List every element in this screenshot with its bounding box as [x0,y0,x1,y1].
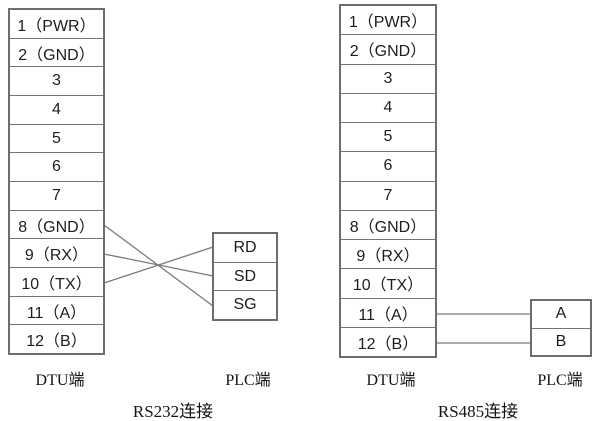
rs485-dtu-pin-8: 8（GND） [341,211,435,240]
rs232-dtu-pin-4: 4 [10,96,103,125]
rs232-dtu-pin-7: 7 [10,182,103,211]
rs232-dtu-pin-6: 6 [10,153,103,183]
rs485-dtu-pin-9: 9（RX） [341,240,435,270]
rs232-dtu-pin-8: 8（GND） [10,211,103,240]
rs232-dtu-pin-11: 11（A） [10,297,103,326]
rs485-dtu-pin-11: 11（A） [341,299,435,328]
rs485-dtu-pin-3: 3 [341,65,435,94]
rs485-plc-pin-b: B [555,332,567,350]
rs232-dtu-pin-12: 12（B） [26,333,87,351]
rs232-plc-connector: RD SD SG [212,232,278,321]
rs485-dtu-connector: 1（PWR） 2（GND） 3 4 5 6 7 8（GND） 9（RX） 10（… [339,4,437,358]
rs485-dtu-pin-10: 10（TX） [341,269,435,299]
rs485-dtu-pin-7: 7 [341,182,435,211]
rs232-dtu-pin-2: 2（GND） [10,39,103,68]
rs232-plc-pin-sd: SD [214,263,276,292]
rs232-plc-pin-sg: SG [233,296,257,314]
rs232-plc-label: PLC端 [225,372,271,389]
rs232-plc-pin-rd: RD [214,234,276,263]
rs232-dtu-connector: 1（PWR） 2（GND） 3 4 5 6 7 8（GND） 9（RX） 10（… [8,8,105,355]
rs485-dtu-pin-5: 5 [341,123,435,153]
rs485-plc-label: PLC端 [537,372,583,389]
rs232-dtu-pin-1: 1（PWR） [10,10,103,39]
rs232-dtu-pin-9: 9（RX） [10,239,103,269]
rs485-dtu-label: DTU端 [366,372,416,389]
rs485-dtu-pin-4: 4 [341,94,435,123]
rs485-dtu-pin-1: 1（PWR） [341,6,435,36]
rs485-dtu-pin-6: 6 [341,152,435,182]
rs485-dtu-pin-2: 2（GND） [341,35,435,65]
rs485-plc-connector: A B [530,299,592,357]
wire-rs232-tx-to-rd [103,246,214,284]
rs232-dtu-pin-5: 5 [10,125,103,154]
rs232-caption: RS232连接 [132,402,214,421]
rs232-dtu-label: DTU端 [35,372,85,389]
rs485-dtu-pin-12: 12（B） [357,335,419,353]
rs232-dtu-pin-3: 3 [10,67,103,97]
rs232-dtu-pin-10: 10（TX） [10,268,103,297]
rs485-plc-pin-a: A [532,301,590,329]
rs485-caption: RS485连接 [437,402,519,421]
